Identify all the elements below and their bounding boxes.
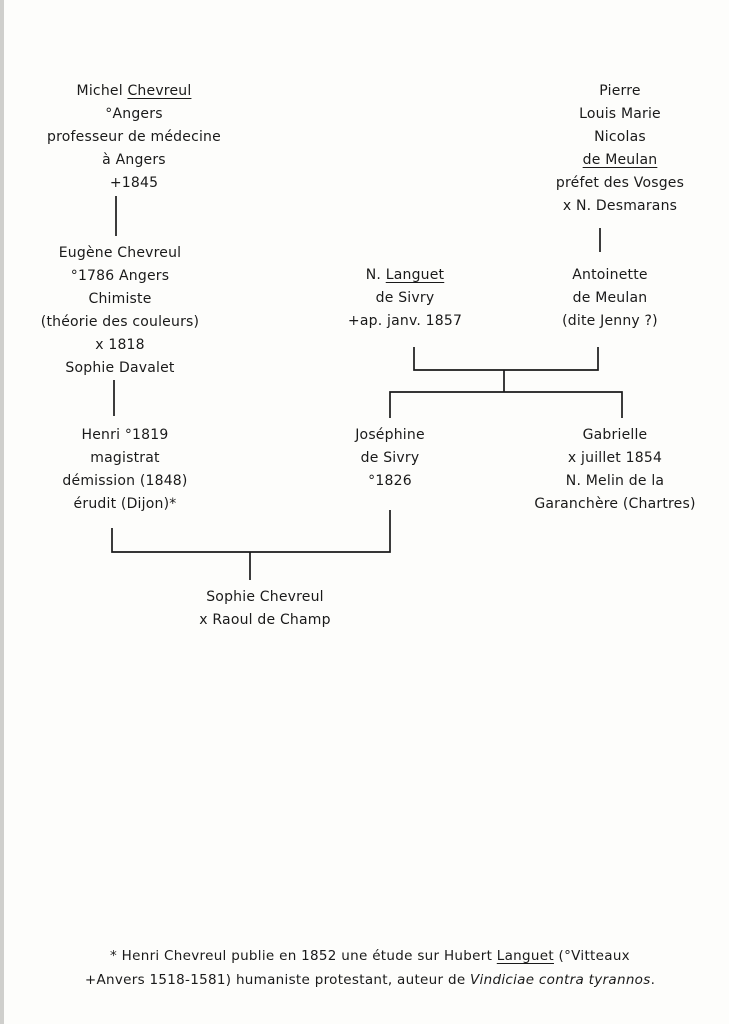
josephine-line1: Joséphine (355, 427, 425, 443)
line-marriage-languet-antoinette (413, 347, 599, 371)
eugene-line1: Eugène Chevreul (58, 245, 182, 261)
footnote-line2-end: . (650, 972, 656, 988)
person-eugene-chevreul: Eugène Chevreul °1786 Angers Chimiste (t… (30, 242, 210, 380)
henri-line2: magistrat (90, 450, 160, 466)
michel-place: à Angers (102, 152, 166, 168)
sophie-line2: x Raoul de Champ (199, 612, 331, 628)
josephine-line3: °1826 (368, 473, 412, 489)
footnote-title: Vindiciae contra tyrannos (470, 972, 651, 988)
languet-line2: de Sivry (375, 290, 435, 306)
sophie-line1: Sophie Chevreul (206, 589, 324, 605)
footnote-line1-start: * Henri Chevreul publie en 1852 une étud… (110, 948, 497, 964)
line-marriage-henri-josephine (111, 510, 391, 553)
michel-death: +1845 (109, 175, 159, 191)
languet-line3: +ap. janv. 1857 (347, 313, 463, 329)
eugene-line5: x 1818 (95, 337, 145, 353)
pierre-surname: de Meulan (582, 152, 658, 168)
pierre-line3: Nicolas (594, 129, 646, 145)
footnote-line1-end: (°Vitteaux (553, 948, 630, 964)
footnote: * Henri Chevreul publie en 1852 une étud… (20, 944, 720, 992)
gabrielle-line1: Gabrielle (582, 427, 648, 443)
gabrielle-line4: Garanchère (Chartres) (534, 496, 696, 512)
line-siblings-bar (389, 391, 623, 418)
eugene-line4: (théorie des couleurs) (40, 314, 200, 330)
person-pierre-de-meulan: Pierre Louis Marie Nicolas de Meulan pré… (540, 80, 700, 218)
henri-line1: Henri °1819 (81, 427, 169, 443)
pierre-spouse: x N. Desmarans (562, 198, 678, 214)
antoinette-line3: (dite Jenny ?) (562, 313, 658, 329)
pierre-role: préfet des Vosges (555, 175, 685, 191)
footnote-languet: Languet (496, 948, 554, 964)
person-n-languet: N. Languet de Sivry +ap. janv. 1857 (330, 264, 480, 333)
person-sophie-chevreul: Sophie Chevreul x Raoul de Champ (170, 586, 360, 632)
henri-line3: démission (1848) (62, 473, 188, 489)
eugene-line3: Chimiste (88, 291, 152, 307)
eugene-line6: Sophie Davalet (65, 360, 175, 376)
gabrielle-line2: x juillet 1854 (567, 450, 663, 466)
person-gabrielle: Gabrielle x juillet 1854 N. Melin de la … (515, 424, 715, 516)
antoinette-line2: de Meulan (572, 290, 648, 306)
person-henri-chevreul: Henri °1819 magistrat démission (1848) é… (40, 424, 210, 516)
footnote-line2-start: +Anvers 1518-1581) humaniste protestant,… (84, 972, 471, 988)
henri-line4: érudit (Dijon)* (73, 496, 177, 512)
person-michel-chevreul: Michel Chevreul °Angers professeur de mé… (40, 80, 228, 195)
michel-role: professeur de médecine (47, 129, 221, 145)
antoinette-line1: Antoinette (572, 267, 648, 283)
page-binding-edge (0, 0, 4, 1024)
pierre-line2: Louis Marie (579, 106, 661, 122)
michel-surname: Chevreul (127, 83, 192, 99)
gabrielle-line3: N. Melin de la (565, 473, 665, 489)
michel-first-name: Michel (76, 83, 123, 99)
person-josephine-de-sivry: Joséphine de Sivry °1826 (335, 424, 445, 493)
josephine-line2: de Sivry (360, 450, 420, 466)
person-antoinette-de-meulan: Antoinette de Meulan (dite Jenny ?) (540, 264, 680, 333)
languet-prefix: N. (365, 267, 382, 283)
languet-surname: Languet (385, 267, 445, 283)
pierre-line1: Pierre (599, 83, 641, 99)
michel-birth: °Angers (105, 106, 163, 122)
eugene-line2: °1786 Angers (70, 268, 170, 284)
